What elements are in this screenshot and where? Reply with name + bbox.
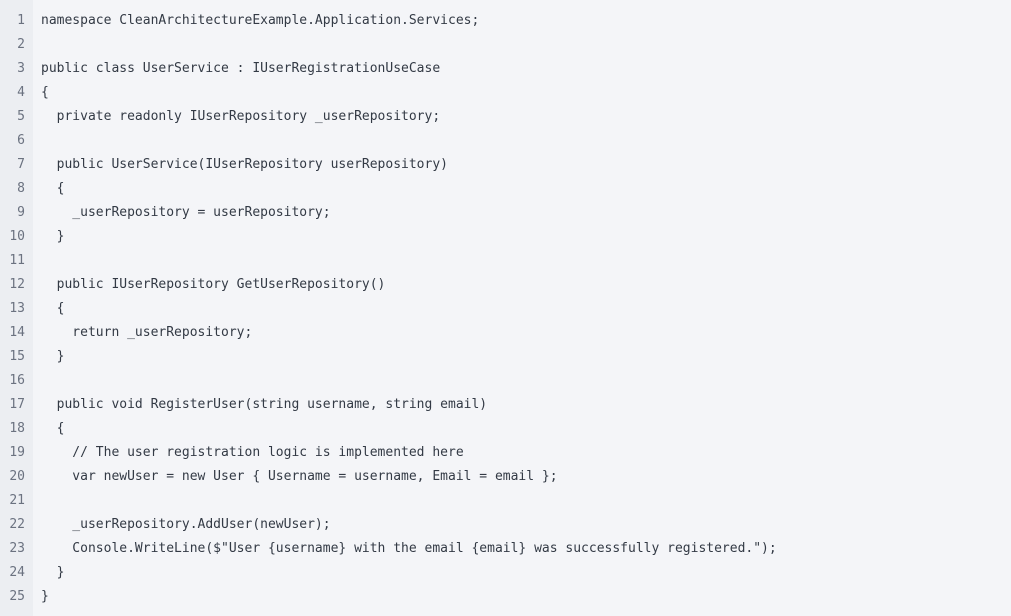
code-text[interactable]: _userRepository = userRepository; xyxy=(41,205,331,220)
code-text[interactable]: Console.WriteLine($"User {username} with… xyxy=(41,541,777,556)
code-line: 1 namespace CleanArchitectureExample.Appl… xyxy=(0,9,1011,33)
code-text[interactable]: public void RegisterUser(string username… xyxy=(41,397,488,412)
code-text[interactable]: } xyxy=(41,349,65,364)
code-line: 15 } xyxy=(0,345,1011,369)
code-line: 5 private readonly IUserRepository _user… xyxy=(0,105,1011,129)
line-number: 18 xyxy=(9,421,25,436)
code-line: 18 { xyxy=(0,417,1011,441)
line-number: 23 xyxy=(9,541,25,556)
line-number: 25 xyxy=(9,589,25,604)
code-text[interactable]: } xyxy=(41,229,65,244)
line-number: 4 xyxy=(17,85,25,100)
line-number: 19 xyxy=(9,445,25,460)
code-line: 8 { xyxy=(0,177,1011,201)
code-line: 12 public IUserRepository GetUserReposit… xyxy=(0,273,1011,297)
code-lines: 1 namespace CleanArchitectureExample.Appl… xyxy=(0,9,1011,609)
code-line: 10 } xyxy=(0,225,1011,249)
line-number: 7 xyxy=(17,157,25,172)
line-number: 5 xyxy=(17,109,25,124)
line-number: 10 xyxy=(9,229,25,244)
code-text[interactable]: { xyxy=(41,181,65,196)
line-number: 16 xyxy=(9,373,25,388)
code-text[interactable]: // The user registration logic is implem… xyxy=(41,445,464,460)
code-line: 24 } xyxy=(0,561,1011,585)
code-line: 7 public UserService(IUserRepository use… xyxy=(0,153,1011,177)
line-number: 22 xyxy=(9,517,25,532)
code-line: 19 // The user registration logic is imp… xyxy=(0,441,1011,465)
code-line: 11 xyxy=(0,249,1011,273)
code-line: 14 return _userRepository; xyxy=(0,321,1011,345)
code-text[interactable]: { xyxy=(41,301,65,316)
code-text[interactable]: public IUserRepository GetUserRepository… xyxy=(41,277,386,292)
line-number: 17 xyxy=(9,397,25,412)
line-number: 6 xyxy=(17,133,25,148)
code-text[interactable]: { xyxy=(41,421,65,436)
line-number: 21 xyxy=(9,493,25,508)
line-number: 9 xyxy=(17,205,25,220)
line-number: 12 xyxy=(9,277,25,292)
code-line: 4{ xyxy=(0,81,1011,105)
code-line: 9 _userRepository = userRepository; xyxy=(0,201,1011,225)
code-text[interactable]: { xyxy=(41,85,49,100)
line-number: 8 xyxy=(17,181,25,196)
line-number: 1 xyxy=(17,13,25,28)
line-number: 2 xyxy=(17,37,25,52)
line-number: 3 xyxy=(17,61,25,76)
code-line: 6 xyxy=(0,129,1011,153)
code-text[interactable]: namespace CleanArchitectureExample.Appli… xyxy=(41,13,480,28)
code-text[interactable]: } xyxy=(41,589,49,604)
code-line: 13 { xyxy=(0,297,1011,321)
code-line: 22 _userRepository.AddUser(newUser); xyxy=(0,513,1011,537)
code-text[interactable]: public UserService(IUserRepository userR… xyxy=(41,157,448,172)
line-number-gutter xyxy=(0,0,33,616)
code-text[interactable]: private readonly IUserRepository _userRe… xyxy=(41,109,441,124)
line-number: 13 xyxy=(9,301,25,316)
line-number: 15 xyxy=(9,349,25,364)
code-line: 16 xyxy=(0,369,1011,393)
code-line: 21 xyxy=(0,489,1011,513)
code-text[interactable]: var newUser = new User { Username = user… xyxy=(41,469,558,484)
line-number: 24 xyxy=(9,565,25,580)
code-line: 20 var newUser = new User { Username = u… xyxy=(0,465,1011,489)
line-number: 14 xyxy=(9,325,25,340)
code-line: 25} xyxy=(0,585,1011,609)
code-text[interactable]: _userRepository.AddUser(newUser); xyxy=(41,517,331,532)
code-line: 3 public class UserService : IUserRegistr… xyxy=(0,57,1011,81)
line-number: 11 xyxy=(9,253,25,268)
code-line: 2 xyxy=(0,33,1011,57)
code-line: 23 Console.WriteLine($"User {username} w… xyxy=(0,537,1011,561)
line-number: 20 xyxy=(9,469,25,484)
code-text[interactable]: } xyxy=(41,565,65,580)
code-text[interactable]: public class UserService : IUserRegistra… xyxy=(41,61,441,76)
code-text[interactable]: return _userRepository; xyxy=(41,325,253,340)
code-line: 17 public void RegisterUser(string usern… xyxy=(0,393,1011,417)
